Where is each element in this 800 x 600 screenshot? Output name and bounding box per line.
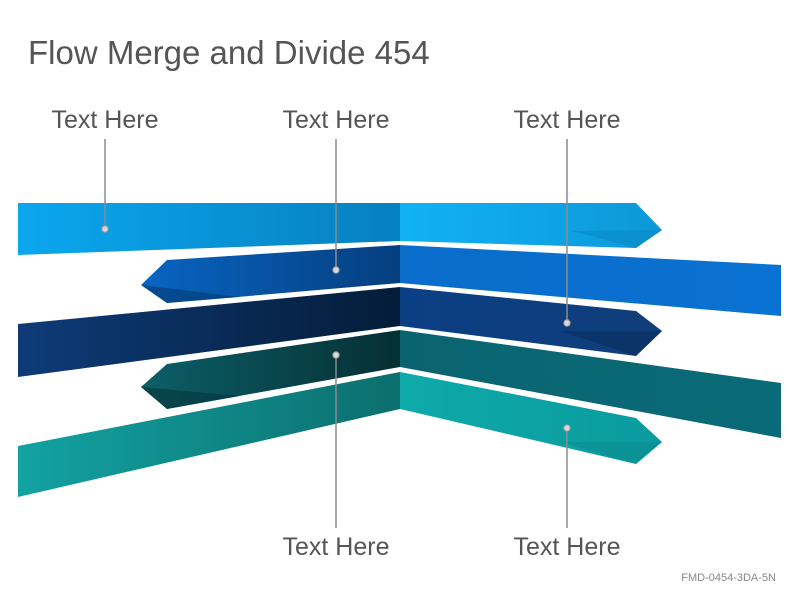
callout-label-5: Text Here bbox=[513, 533, 621, 561]
footer-code: FMD-0454-3DA-5N bbox=[681, 572, 776, 584]
callout-label-1: Text Here bbox=[51, 106, 159, 134]
page-title: Flow Merge and Divide 454 bbox=[28, 34, 430, 71]
callout-label-4: Text Here bbox=[282, 533, 390, 561]
flow-band-4 bbox=[141, 330, 781, 438]
flow-band-5 bbox=[18, 372, 662, 497]
callout-label-2: Text Here bbox=[282, 106, 390, 134]
flow-band-1 bbox=[18, 203, 662, 255]
leader-line-5 bbox=[563, 424, 571, 528]
leader-line-1 bbox=[101, 139, 109, 233]
flow-band-3 bbox=[18, 287, 662, 377]
leader-line-4 bbox=[332, 351, 340, 528]
callout-label-3: Text Here bbox=[513, 106, 621, 134]
leader-line-2 bbox=[332, 139, 340, 274]
leader-line-3 bbox=[563, 139, 571, 327]
